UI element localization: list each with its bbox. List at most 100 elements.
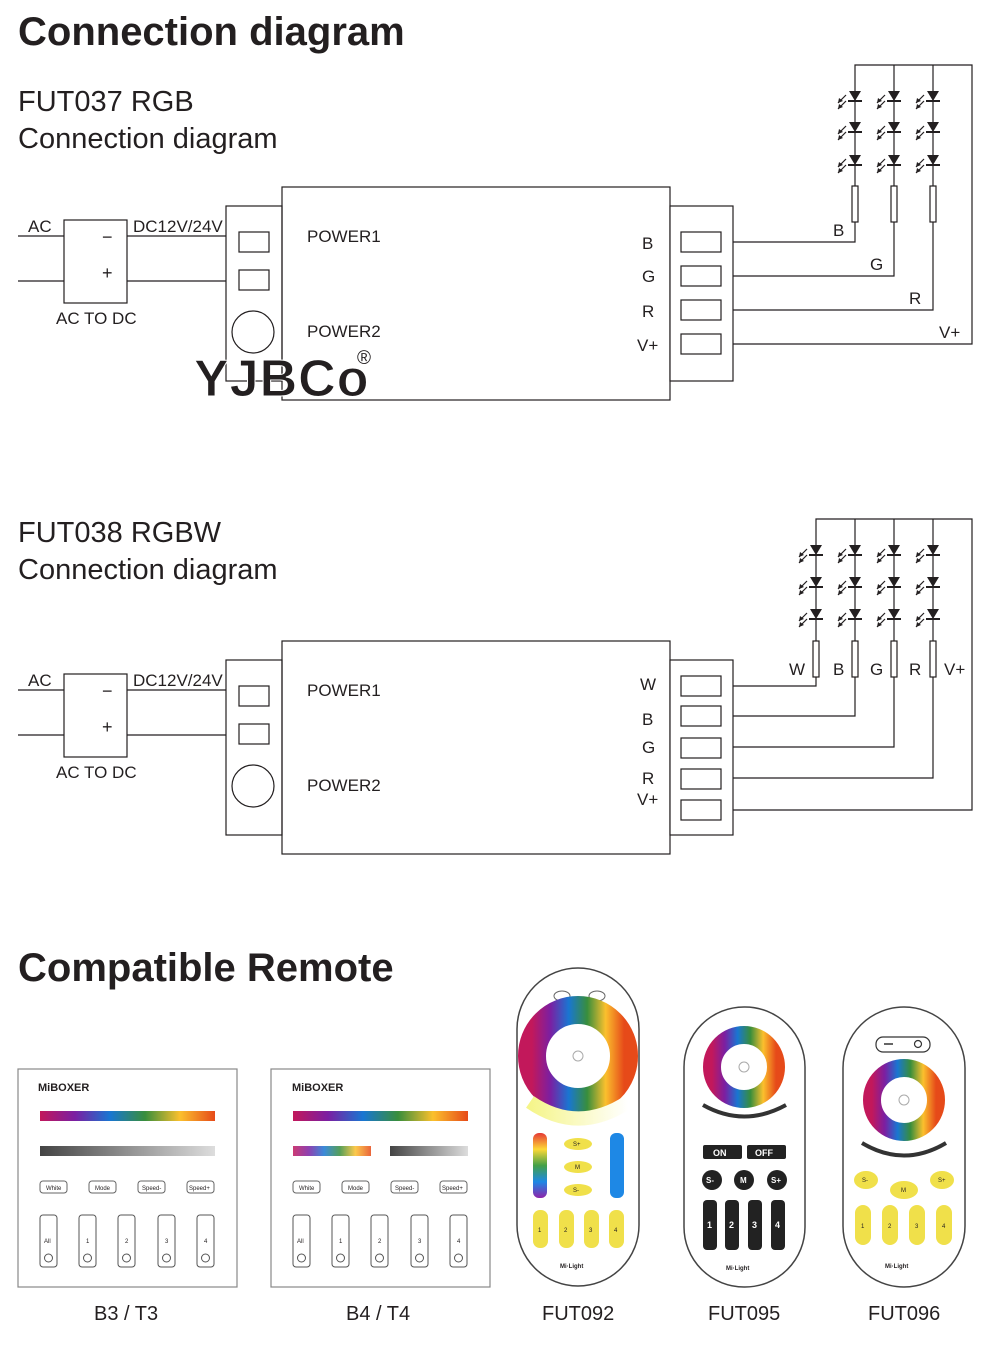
fut092-key: S- xyxy=(573,1188,579,1194)
b4-brand: MiBOXER xyxy=(292,1082,343,1094)
d1-power2: POWER2 xyxy=(307,322,381,341)
b3-brand: MiBOXER xyxy=(38,1082,89,1094)
d2-wire-label: R xyxy=(909,660,921,679)
d1-dc-label: DC12V/24V xyxy=(133,217,223,236)
b3-zone: All xyxy=(44,1239,51,1245)
fut095-brand: Mi·Light xyxy=(726,1266,749,1272)
d2-converter-label: AC TO DC xyxy=(56,763,137,782)
diagram2: AC − + AC TO DC DC12V/24V POWER1 POWER2 … xyxy=(18,518,973,855)
fut092-brand: Mi·Light xyxy=(560,1264,583,1270)
fut096-color-wheel xyxy=(863,1059,945,1141)
d1-converter-box xyxy=(63,219,128,304)
b3-zone: 2 xyxy=(125,1239,129,1245)
fut095-color-wheel xyxy=(703,1026,785,1108)
d2-wire-label: V+ xyxy=(944,660,965,679)
fut095-zone: 1 xyxy=(707,1220,712,1230)
d2-dc-jack xyxy=(231,764,275,808)
diagram2-subtitle: Connection diagram xyxy=(18,554,278,586)
remote-fut095: ON OFF S- M S+ 1 2 3 4 Mi·Light xyxy=(683,1006,806,1288)
d1-port-label: R xyxy=(642,302,654,321)
d1-minus: − xyxy=(102,227,113,247)
remote-caption-fut092: FUT092 xyxy=(542,1303,615,1325)
watermark-registered: ® xyxy=(357,348,371,369)
b3-zone: 4 xyxy=(204,1239,208,1245)
remote-fut096: S- M S+ 1 2 3 4 Mi·Light xyxy=(842,1006,966,1288)
diagram1: AC − + AC TO DC DC12V/24V POWER1 POWER2 … xyxy=(18,64,973,401)
d2-dc-label: DC12V/24V xyxy=(133,671,223,690)
d1-wire-label: R xyxy=(909,289,921,308)
remote-heading: Compatible Remote xyxy=(18,946,394,990)
d2-port-label: V+ xyxy=(637,790,658,809)
d2-output-terminal xyxy=(669,659,734,836)
d2-port-label: B xyxy=(642,710,653,729)
fut092-key: M xyxy=(575,1165,580,1171)
d1-wire-label: V+ xyxy=(939,323,960,342)
d2-port-label: W xyxy=(640,675,656,694)
fut095-key: S- xyxy=(706,1176,714,1185)
fut092-zone: 2 xyxy=(564,1228,568,1234)
b3-btn-label: Mode xyxy=(95,1186,111,1192)
fut096-key: M xyxy=(901,1188,906,1194)
d2-ac-label: AC xyxy=(28,671,52,690)
d2-wire-label: B xyxy=(833,660,844,679)
remote-caption-b3: B3 / T3 xyxy=(94,1303,159,1325)
b4-btn-label: White xyxy=(299,1186,315,1192)
d1-port-label: B xyxy=(642,234,653,253)
b4-btn-label: Mode xyxy=(348,1186,364,1192)
b3-btn-label: White xyxy=(46,1186,62,1192)
b3-btn-label: Speed+ xyxy=(189,1186,210,1192)
b3-zone: 3 xyxy=(165,1239,169,1245)
fut095-zone: 2 xyxy=(729,1220,734,1230)
remote-caption-fut095: FUT095 xyxy=(708,1303,781,1325)
fut095-key: ON xyxy=(713,1148,727,1158)
diagram1-title: FUT037 RGB xyxy=(18,86,194,118)
d1-power1: POWER1 xyxy=(307,227,381,246)
watermark-text: YJBCo xyxy=(194,350,369,408)
d2-power2: POWER2 xyxy=(307,776,381,795)
fut092-zone: 4 xyxy=(614,1228,618,1234)
d2-port-label: G xyxy=(642,738,655,757)
d1-port-label: G xyxy=(642,267,655,286)
d2-wire-label: G xyxy=(870,660,883,679)
fut096-key: S- xyxy=(862,1178,868,1184)
fut095-key: S+ xyxy=(771,1176,781,1185)
diagram2-title: FUT038 RGBW xyxy=(18,517,222,549)
b4-btn-label: Speed+ xyxy=(442,1186,463,1192)
b4-btn-label: Speed- xyxy=(395,1186,414,1192)
fut095-zone: 3 xyxy=(752,1220,757,1230)
fut096-zone: 1 xyxy=(861,1224,865,1230)
b4-zone: 2 xyxy=(378,1239,382,1245)
fut092-zone: 1 xyxy=(538,1228,542,1234)
d2-controller-body xyxy=(281,640,671,855)
fut096-zone: 4 xyxy=(942,1224,946,1230)
fut092-key: S+ xyxy=(573,1142,581,1148)
fut096-zone: 3 xyxy=(915,1224,919,1230)
fut095-key: OFF xyxy=(755,1148,773,1158)
b4-zone: All xyxy=(297,1239,304,1245)
d1-wire-label: B xyxy=(833,221,844,240)
d2-port-label: R xyxy=(642,769,654,788)
d1-dc-jack xyxy=(231,310,275,354)
diagram1-subtitle: Connection diagram xyxy=(18,123,278,155)
fut095-key: M xyxy=(740,1176,747,1185)
remote-caption-fut096: FUT096 xyxy=(868,1303,941,1325)
d2-plus: + xyxy=(102,717,113,737)
d2-converter-box xyxy=(63,673,128,758)
d1-wire-label: G xyxy=(870,255,883,274)
d1-converter-label: AC TO DC xyxy=(56,309,137,328)
b4-zone: 1 xyxy=(339,1239,343,1245)
d2-power1: POWER1 xyxy=(307,681,381,700)
d1-power-terminal xyxy=(225,205,283,382)
b4-zone: 4 xyxy=(457,1239,461,1245)
fut092-color-wheel xyxy=(518,996,638,1116)
b3-zone: 1 xyxy=(86,1239,90,1245)
main-heading: Connection diagram xyxy=(18,10,405,54)
fut092-zone: 3 xyxy=(589,1228,593,1234)
b3-btn-label: Speed- xyxy=(142,1186,161,1192)
b4-zone: 3 xyxy=(418,1239,422,1245)
remote-caption-b4: B4 / T4 xyxy=(346,1303,411,1325)
remote-b4-panel: MiBOXER White Mode Speed- Speed+ All 1 2… xyxy=(270,1068,491,1288)
fut096-zone: 2 xyxy=(888,1224,892,1230)
d2-power-terminal xyxy=(225,659,283,836)
